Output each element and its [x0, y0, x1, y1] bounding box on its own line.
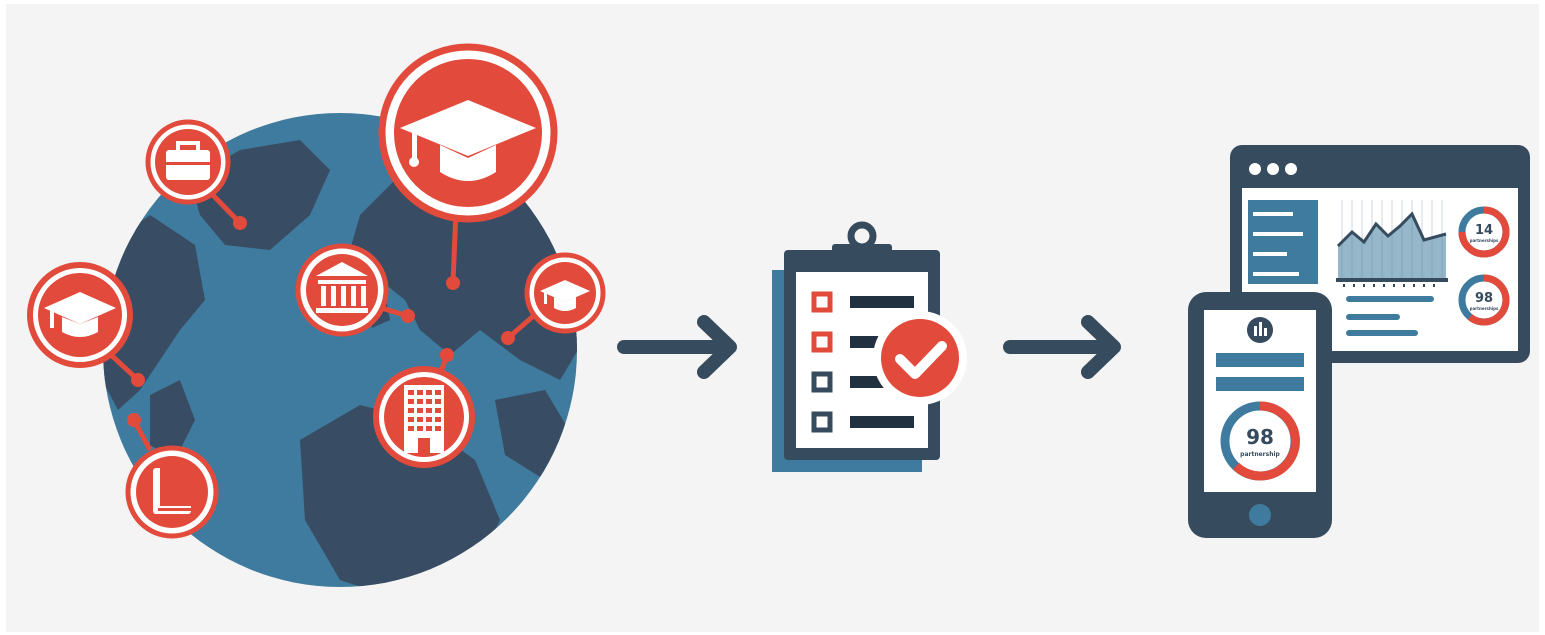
graduation-cap-icon — [540, 280, 590, 311]
checklist-item-4 — [811, 411, 914, 433]
phone-stat-donut: 98 partnership — [1220, 401, 1300, 481]
phone-bar-2 — [1216, 377, 1304, 391]
phone-home-button — [1249, 504, 1271, 526]
institution-icon — [316, 262, 368, 313]
dashboard-line-chart — [1336, 200, 1448, 287]
phone-bar-1 — [1216, 353, 1304, 367]
phone-stat-value: 98 — [1246, 425, 1274, 449]
pin-graduation-cap-small — [524, 252, 606, 334]
checkmark-icon — [895, 341, 947, 379]
window-dots-icon — [1249, 163, 1297, 175]
briefcase-icon — [166, 141, 210, 180]
pin-book — [125, 445, 219, 539]
graduation-cap-icon — [44, 292, 116, 337]
stat-donut-bottom: 98 partnerships — [1458, 274, 1510, 326]
checklist-item-1 — [811, 291, 914, 313]
arrow-right-icon — [1003, 315, 1121, 379]
stat-bottom-value: 98 — [1475, 291, 1493, 306]
pin-briefcase — [145, 119, 231, 205]
stat-bottom-caption: partnerships — [1470, 306, 1499, 311]
clipboard-checklist — [772, 221, 967, 472]
graduation-cap-icon — [400, 100, 536, 181]
phone-stat-caption: partnership — [1240, 451, 1280, 458]
pin-dots — [127, 216, 515, 427]
globe — [27, 43, 606, 587]
pin-graduation-cap-medium — [27, 262, 133, 368]
office-building-icon — [404, 385, 444, 453]
stat-top-value: 14 — [1475, 223, 1493, 238]
stat-donut-top: 14 partnerships — [1458, 206, 1510, 258]
bar-chart-logo-icon — [1247, 317, 1273, 343]
dashboard-text-bars — [1346, 296, 1434, 336]
dashboard-sidebar — [1248, 200, 1318, 284]
arrow-right-icon — [617, 315, 737, 379]
mobile-phone: 98 partnership — [1188, 292, 1332, 538]
clipboard-clip — [832, 221, 892, 268]
stat-top-caption: partnerships — [1470, 238, 1499, 243]
pin-office-building — [373, 366, 475, 468]
book-icon — [153, 468, 191, 514]
pin-institution — [295, 243, 389, 337]
pin-graduation-cap-large — [378, 43, 558, 223]
check-badge — [873, 311, 967, 405]
